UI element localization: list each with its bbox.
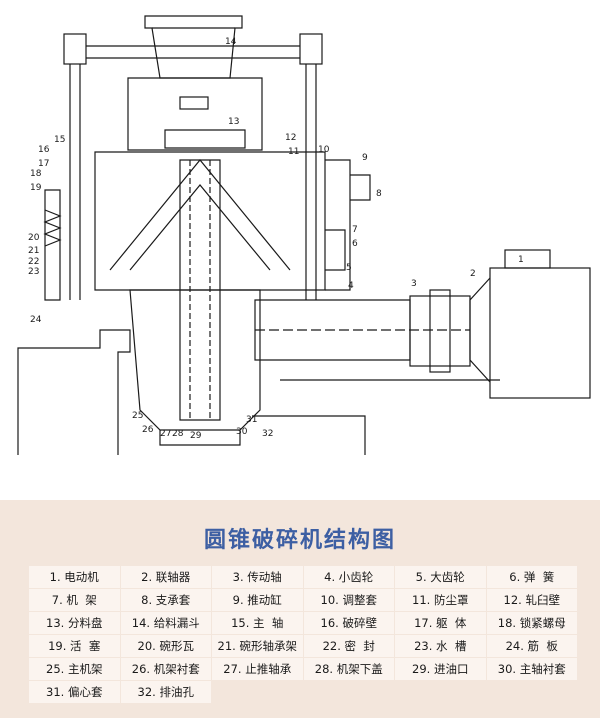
legend-item: 8. 支承套	[120, 589, 212, 612]
callout-16: 16	[38, 145, 50, 155]
right-bolt-head	[299, 33, 323, 65]
legend-item: 2. 联轴器	[120, 566, 212, 589]
callout-31: 31	[246, 415, 257, 425]
legend-row: 19. 活 塞 20. 碗形瓦 21. 碗形轴承架 22. 密 封 23. 水 …	[29, 635, 578, 658]
legend-item: 27. 止推轴承	[212, 658, 304, 681]
legend-row: 13. 分料盘 14. 给料漏斗 15. 主 轴 16. 破碎壁 17. 躯 体…	[29, 612, 578, 635]
callout-labels: 14 13 12 11 10 9 8 7 6 5 4 3 2 1 15 16 1…	[28, 37, 524, 441]
callout-23: 23	[28, 267, 39, 277]
legend-item: 12. 轧臼壁	[486, 589, 578, 612]
legend-item: 19. 活 塞	[29, 635, 121, 658]
callout-25: 25	[132, 411, 143, 421]
legend-row: 1. 电动机 2. 联轴器 3. 传动轴 4. 小齿轮 5. 大齿轮 6. 弹 …	[29, 566, 578, 589]
callout-21: 21	[28, 246, 39, 256]
callout-15: 15	[54, 135, 65, 145]
legend-item: 10. 调整套	[303, 589, 395, 612]
electric-motor	[489, 267, 591, 399]
legend-item: 23. 水 槽	[395, 635, 487, 658]
callout-20: 20	[28, 233, 40, 243]
legend-item: 20. 碗形瓦	[120, 635, 212, 658]
legend-empty-cell	[486, 681, 578, 704]
cone-crusher-structure-drawing: 14 13 12 11 10 9 8 7 6 5 4 3 2 1 15 16 1…	[17, 15, 591, 455]
main-shaft	[179, 159, 221, 421]
callout-32: 32	[262, 429, 273, 439]
foundation-left	[17, 329, 131, 455]
distribution-plate	[164, 129, 246, 149]
legend-item: 1. 电动机	[29, 566, 121, 589]
callout-26: 26	[142, 425, 154, 435]
callout-11: 11	[288, 147, 299, 157]
legend-item: 7. 机 架	[29, 589, 121, 612]
legend-empty-cell	[212, 681, 304, 704]
legend-item: 11. 防尘罩	[395, 589, 487, 612]
legend-item: 26. 机架衬套	[120, 658, 212, 681]
legend-table: 1. 电动机 2. 联轴器 3. 传动轴 4. 小齿轮 5. 大齿轮 6. 弹 …	[29, 566, 578, 704]
legend-empty-cell	[303, 681, 395, 704]
legend-item: 21. 碗形轴承架	[212, 635, 304, 658]
legend-item: 5. 大齿轮	[395, 566, 487, 589]
callout-28: 28	[172, 429, 184, 439]
callout-17: 17	[38, 159, 49, 169]
legend-item: 13. 分料盘	[29, 612, 121, 635]
legend-item: 16. 破碎壁	[303, 612, 395, 635]
callout-22: 22	[28, 257, 39, 267]
legend-item: 24. 筋 板	[486, 635, 578, 658]
callout-6: 6	[352, 239, 358, 249]
callout-1: 1	[518, 255, 524, 265]
legend-row: 31. 偏心套 32. 排油孔	[29, 681, 578, 704]
legend-item: 29. 进油口	[395, 658, 487, 681]
lower-housing	[129, 289, 261, 431]
legend-item: 15. 主 轴	[212, 612, 304, 635]
callout-2: 2	[470, 269, 476, 279]
legend-item: 18. 锁紧螺母	[486, 612, 578, 635]
callout-13: 13	[228, 117, 239, 127]
legend-item: 30. 主轴衬套	[486, 658, 578, 681]
legend-row: 7. 机 架 8. 支承套 9. 推动缸 10. 调整套 11. 防尘罩 12.…	[29, 589, 578, 612]
left-springs	[44, 189, 61, 301]
callout-29: 29	[190, 431, 202, 441]
callout-18: 18	[30, 169, 42, 179]
callout-7: 7	[352, 225, 358, 235]
callout-12: 12	[285, 133, 296, 143]
legend-item: 25. 主机架	[29, 658, 121, 681]
legend-item: 32. 排油孔	[120, 681, 212, 704]
legend-row: 25. 主机架 26. 机架衬套 27. 止推轴承 28. 机架下盖 29. 进…	[29, 658, 578, 681]
legend-item: 4. 小齿轮	[303, 566, 395, 589]
callout-3: 3	[411, 279, 417, 289]
diagram-title: 圆锥破碎机结构图	[203, 528, 396, 553]
legend-item: 9. 推动缸	[212, 589, 304, 612]
legend-item: 17. 躯 体	[395, 612, 487, 635]
callout-10: 10	[318, 145, 330, 155]
callout-19: 19	[30, 183, 42, 193]
legend-item: 22. 密 封	[303, 635, 395, 658]
legend-empty-cell	[395, 681, 487, 704]
callout-5: 5	[346, 263, 352, 273]
legend-item: 3. 传动轴	[212, 566, 304, 589]
legend-item: 31. 偏心套	[29, 681, 121, 704]
mantle-cone	[109, 159, 291, 271]
feed-hopper	[144, 15, 243, 79]
callout-24: 24	[30, 315, 42, 325]
left-bolt-head	[63, 33, 87, 65]
legend-item: 28. 机架下盖	[303, 658, 395, 681]
callout-8: 8	[376, 189, 382, 199]
callout-14: 14	[225, 37, 237, 47]
callout-9: 9	[362, 153, 368, 163]
foundation-right	[252, 415, 366, 455]
callout-27: 27	[160, 429, 171, 439]
callout-4: 4	[348, 281, 354, 291]
legend-item: 6. 弹 簧	[486, 566, 578, 589]
callout-30: 30	[236, 427, 248, 437]
coupling	[409, 295, 471, 367]
legend-item: 14. 给料漏斗	[120, 612, 212, 635]
